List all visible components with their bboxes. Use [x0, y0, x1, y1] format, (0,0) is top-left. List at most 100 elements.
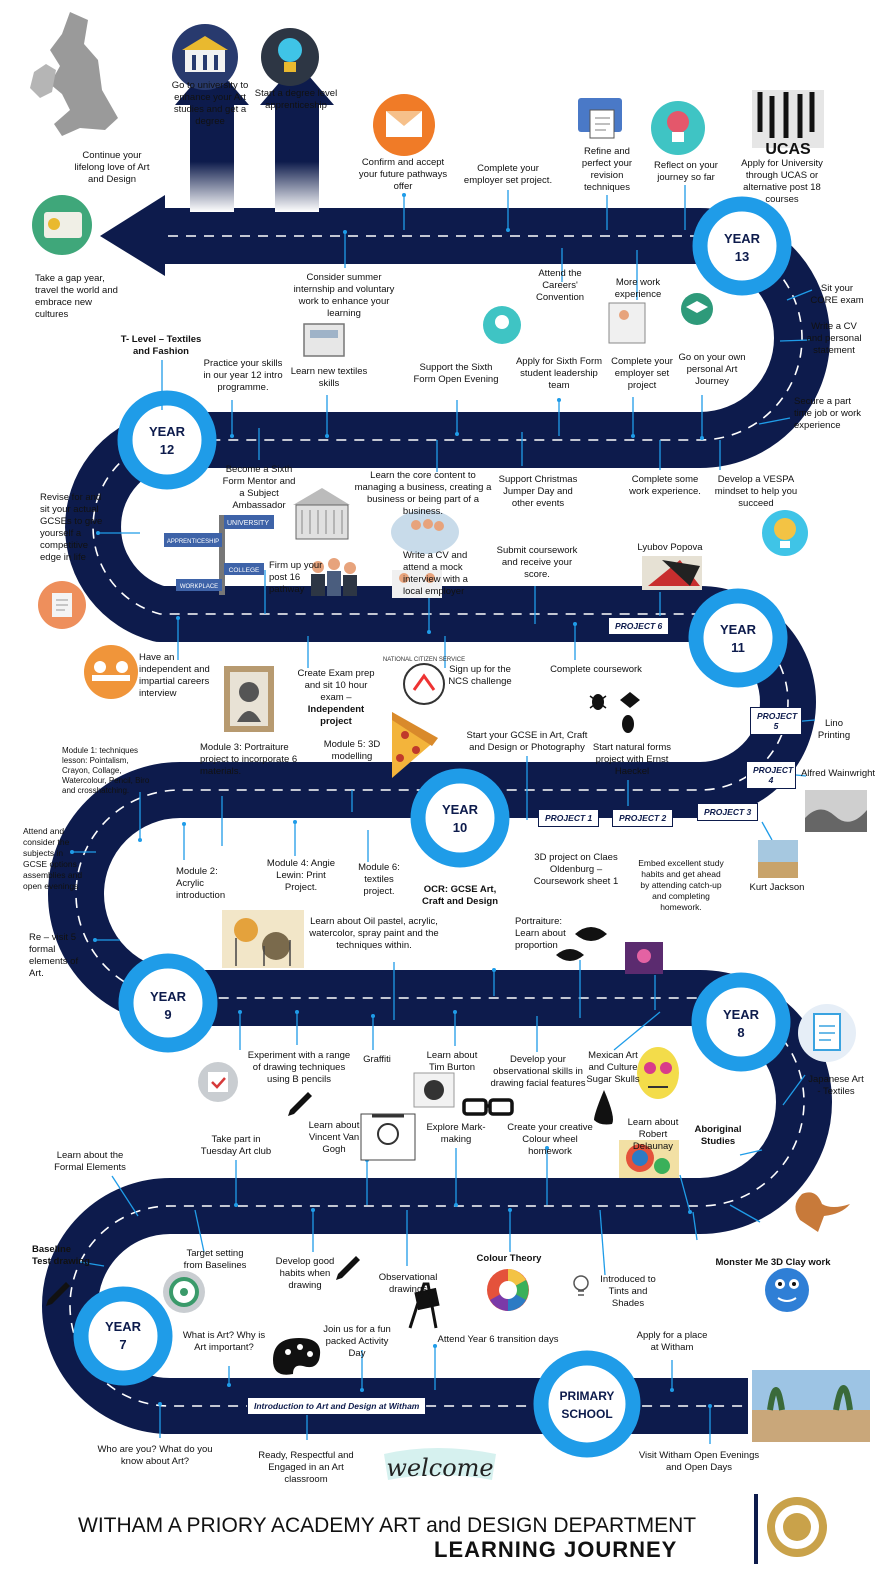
portrait-icon	[224, 666, 274, 732]
label-delaunay: Learn about Robert Delaunay	[627, 1117, 679, 1152]
label-open-evening: Support the Sixth Form Open Evening	[413, 362, 499, 385]
mock-interview-icon	[392, 570, 442, 598]
label-mentor: Become a Sixth Form Mentor and a Subject…	[222, 464, 296, 511]
label-personal: Go on your own personal Art Journey	[678, 352, 746, 387]
label-kurt: Kurt Jackson	[749, 882, 805, 893]
ring-year11	[688, 588, 788, 688]
ring-primary	[533, 1350, 641, 1458]
sign-college: COLLEGE	[229, 567, 260, 574]
label-colour-wheel: Create your creative Colour wheel homewo…	[507, 1122, 593, 1157]
label-apply-place: Apply for a place at Witham	[636, 1330, 708, 1353]
graduation-cap-icon	[681, 293, 713, 325]
label-parttime: Secure a part time job or work experienc…	[794, 396, 862, 431]
road-center-line	[69, 235, 805, 1407]
footer-separator	[754, 1494, 758, 1564]
label-monster: Monster Me 3D Clay work	[715, 1257, 831, 1268]
pencil-icon-b	[288, 1092, 312, 1116]
sign-apprenticeship: APPRENTICESHIP	[167, 539, 219, 545]
label-target: Target setting from Baselines	[183, 1248, 247, 1271]
label-module2: Module 2: Acrylic introduction	[176, 866, 226, 901]
delaunay-artwork-icon	[619, 1140, 679, 1178]
project5-tag: PROJECT 5	[750, 707, 802, 735]
label-ncs: Sign up for the NCS challenge	[448, 664, 512, 687]
careers-interview-icon	[84, 645, 138, 699]
business-people-icon	[391, 510, 459, 554]
label-textiles-skills: Learn new textiles skills	[290, 366, 368, 389]
target-icon	[163, 1271, 205, 1313]
label-module5: Module 5: 3D modelling	[323, 739, 381, 762]
label-van-gogh: Learn about Vincent Van Gogh	[308, 1120, 360, 1155]
palette-icon	[273, 1338, 321, 1375]
kangaroo-icon	[795, 1192, 850, 1232]
label-experiment: Experiment with a range of drawing techn…	[247, 1050, 351, 1085]
pencil-icon-baseline	[46, 1282, 70, 1306]
label-burton: Learn about Tim Burton	[426, 1050, 478, 1073]
ring-year8	[691, 972, 791, 1072]
label-ucas-apply: Apply for University through UCAS or alt…	[741, 158, 823, 205]
easel-icon	[408, 1282, 440, 1329]
label-tints: Introduced to Tints and Shades	[600, 1274, 656, 1309]
label-module3: Module 3: Portraiture project to incorpo…	[200, 742, 298, 777]
label-apprentice: Start a degree level apprenticeship	[254, 88, 338, 111]
ring-year7	[73, 1286, 173, 1386]
glasses-icon	[462, 1098, 514, 1116]
project4-tag: PROJECT 4	[746, 761, 796, 789]
lightbulb-icon	[483, 306, 521, 344]
label-complete-cw: Complete coursework	[550, 664, 642, 675]
label-summer: Consider summer internship and voluntary…	[293, 272, 395, 319]
ring-year10	[410, 768, 510, 868]
label-cv13: Write a CV and personal statement	[806, 321, 862, 356]
label-observational: Observational drawings	[378, 1272, 438, 1295]
ncs-text: NATIONAL CITIZEN SERVICE	[383, 657, 465, 663]
colour-wheel-icon	[487, 1269, 529, 1311]
label-core: Sit your CORE exam	[810, 283, 864, 306]
footer-title: WITHAM A PRIORY ACADEMY ART and DESIGN D…	[78, 1514, 697, 1537]
label-lino: Lino Printing	[817, 718, 851, 741]
label-reflect: Reflect on your journey so far	[654, 160, 718, 183]
vespa-brain-icon	[762, 510, 808, 556]
label-module4: Module 4: Angie Lewin: Print Project.	[266, 858, 336, 893]
business-team-icon	[311, 558, 357, 596]
label-core-content: Learn the core content to managing a bus…	[354, 470, 492, 517]
university-icon	[172, 24, 238, 90]
academy-logo-icon	[767, 1497, 827, 1557]
label-visit: Visit Witham Open Evenings and Open Days	[638, 1450, 760, 1473]
label-study-habits: Embed excellent study habits and get ahe…	[638, 858, 724, 912]
label-mock: Write a CV and attend a mock interview w…	[403, 550, 468, 597]
label-some-work: Complete some work experience.	[629, 474, 701, 497]
label-leadership: Apply for Sixth Form student leadership …	[515, 356, 603, 391]
label-independent: Have an independent and impartial career…	[139, 652, 210, 699]
welcome-banner-icon: welcome	[384, 1448, 496, 1482]
tim-burton-artwork-icon	[413, 1072, 455, 1108]
label-graffiti: Graffiti	[363, 1054, 391, 1065]
label-post16: Firm up your post 16 pathway	[269, 560, 323, 595]
sign-workplace: WORKPLACE	[180, 584, 218, 590]
nose-icon	[594, 1090, 613, 1125]
school-photo-icon	[752, 1370, 870, 1442]
footer-subtitle: LEARNING JOURNEY	[434, 1537, 678, 1562]
label-portraiture: Portraiture: Learn about proportion	[515, 916, 566, 951]
uk-map-icon	[30, 12, 118, 136]
label-jumper: Support Christmas Jumper Day and other e…	[498, 474, 578, 509]
label-transition: Attend Year 6 transition days	[437, 1334, 559, 1345]
label-mark: Explore Mark-making	[426, 1122, 486, 1145]
label-oil: Learn about Oil pastel, acrylic, waterco…	[309, 916, 439, 951]
ring-year13	[692, 196, 792, 296]
ring-year9	[118, 953, 218, 1053]
label-university: Go to university to enhance your Art stu…	[171, 80, 249, 127]
label-popova: Lyubov Popova	[637, 542, 703, 553]
label-careers: Attend the Careers' Convention	[535, 268, 585, 303]
label-employer12: Complete your employer set project	[611, 356, 673, 391]
label-aboriginal: Aboriginal Studies	[694, 1124, 742, 1147]
ucas-text: UCAS	[765, 141, 811, 158]
clipboard-icon	[798, 1004, 856, 1062]
document-icon	[38, 581, 86, 629]
ucas-icon: UCAS	[752, 90, 824, 158]
label-facial: Develop your observational skills in dra…	[490, 1054, 586, 1089]
